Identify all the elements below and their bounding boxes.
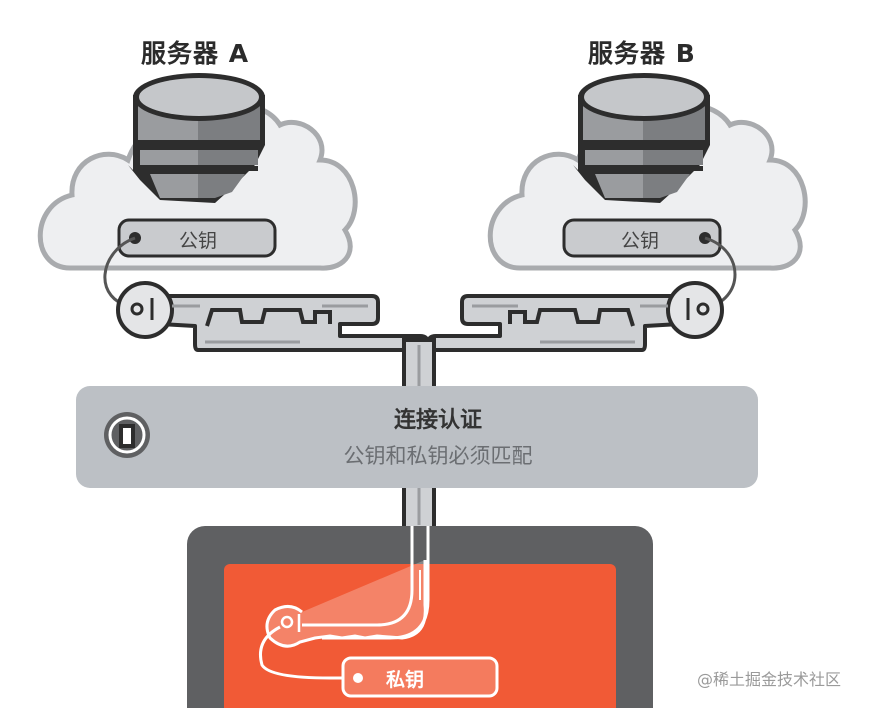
auth-subtitle: 公钥和私钥必须匹配 (343, 444, 533, 468)
client-screen (224, 564, 616, 708)
power-toggle-icon (104, 412, 150, 458)
auth-title: 连接认证 (393, 408, 482, 433)
public-key-tag-a (117, 218, 277, 258)
public-key-icon-b (426, 281, 724, 352)
public-key-icon-a (116, 281, 430, 352)
private-key-icon (265, 560, 427, 648)
server-a-title: 服务器 A (141, 39, 250, 68)
public-key-label-b: 公钥 (621, 230, 660, 252)
private-key-tag (341, 656, 499, 698)
public-key-label-a: 公钥 (179, 230, 218, 252)
database-icon-b (573, 73, 710, 203)
public-key-tag-b (562, 218, 722, 258)
watermark: @稀土掘金技术社区 (697, 670, 842, 689)
server-b-title: 服务器 B (588, 39, 696, 68)
private-key-label: 私钥 (386, 669, 425, 691)
database-icon-a (128, 73, 265, 203)
auth-panel (76, 386, 758, 488)
